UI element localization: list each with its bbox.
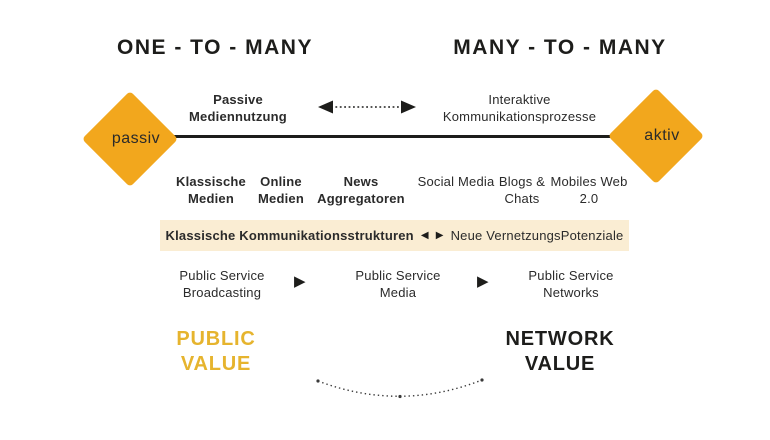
aktiv-node-label: aktiv xyxy=(644,127,680,144)
passiv-node-label: passiv xyxy=(111,130,161,147)
dotted-arc-connector xyxy=(316,378,484,399)
stage-public-service-media: Public Service Media xyxy=(355,268,441,300)
header-one-to-many: ONE - TO - MANY xyxy=(117,36,313,59)
banner-left-text: Klassische Kommunikationsstrukturen xyxy=(165,228,414,243)
spectrum-axis-line xyxy=(172,135,620,138)
stage-arrow-2-icon: ▶ xyxy=(477,273,489,290)
media-mobiles-web20: Mobiles Web 2.0 xyxy=(550,174,628,206)
public-value-label: PUBLIC VALUE xyxy=(176,328,256,375)
header-many-to-many: MANY - TO - MANY xyxy=(453,36,667,59)
banner-right-arrow-icon: ▶ xyxy=(435,229,444,241)
media-blogs-chats: Blogs & Chats xyxy=(498,174,546,206)
banner-left-arrow-icon: ◀ xyxy=(420,229,429,241)
stage-public-service-broadcasting: Public Service Broadcasting xyxy=(179,268,265,300)
interaktive-kommunikationsprozesse-label: Interaktive Kommunikationsprozesse xyxy=(442,92,597,124)
network-value-label: NETWORK VALUE xyxy=(505,328,615,375)
media-social-media: Social Media xyxy=(417,174,495,189)
media-klassische-medien: Klassische Medien xyxy=(176,174,246,206)
transition-banner: Klassische Kommunikationsstrukturen ◀ ▶ … xyxy=(160,220,629,251)
double-arrow-icon xyxy=(318,100,416,114)
stage-arrow-1-icon: ▶ xyxy=(294,273,306,290)
banner-right-text: Neue VernetzungsPotenziale xyxy=(450,228,624,243)
media-online-medien: Online Medien xyxy=(258,174,304,206)
passive-mediennutzung-label: Passive Mediennutzung xyxy=(189,92,287,124)
media-news-aggregatoren: News Aggregatoren xyxy=(317,174,405,206)
stage-public-service-networks: Public Service Networks xyxy=(528,268,614,300)
